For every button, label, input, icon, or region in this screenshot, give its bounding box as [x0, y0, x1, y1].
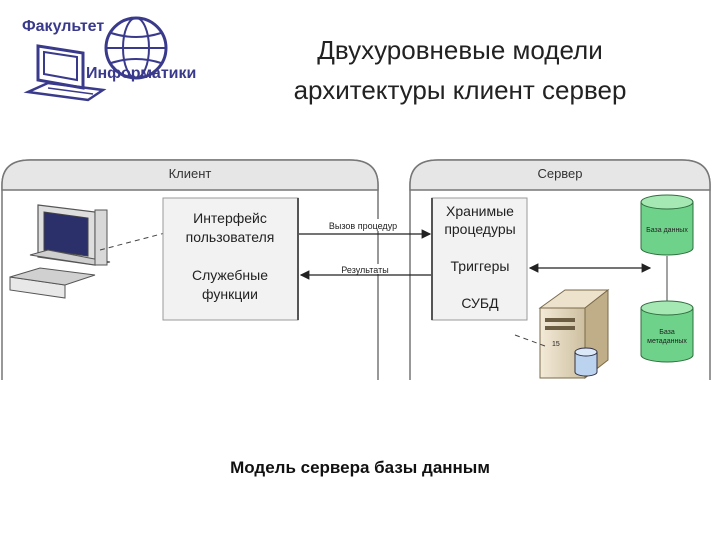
server-tower-icon: 15 — [538, 288, 610, 380]
client-box-line-3: Служебные — [192, 267, 268, 283]
server-unit-label: 15 — [552, 341, 560, 348]
small-database-icon — [574, 347, 598, 377]
faculty-logo: Факультет Информатики — [22, 16, 196, 102]
client-box-line-2: пользователя — [186, 229, 275, 245]
client-panel: Клиент — [1, 159, 379, 380]
client-computer-icon — [9, 204, 111, 299]
procedure-call-arrow: Вызов процедур — [299, 219, 432, 239]
client-server-diagram: Клиент Сервер Интерфейс пользователя Слу… — [1, 159, 711, 380]
metadata-cylinder-icon: База метаданных — [640, 300, 694, 363]
client-functions-box: Интерфейс пользователя Служебные функции — [162, 197, 299, 321]
db-meta-label-2: метаданных — [647, 338, 687, 345]
client-dashed-link — [99, 232, 166, 251]
server-box-line-3: Триггеры — [451, 258, 510, 274]
procedure-call-label: Вызов процедур — [329, 221, 397, 231]
server-box-line-4: СУБД — [461, 295, 499, 311]
server-panel: Сервер — [409, 159, 711, 380]
database-cylinder-icon: База данных — [640, 194, 694, 256]
db-meta-label-1: База — [659, 329, 675, 336]
db-data-label: База данных — [646, 227, 688, 234]
server-panel-title: Сервер — [537, 166, 582, 181]
server-functions-box: Хранимые процедуры Триггеры СУБД — [431, 197, 528, 321]
server-box-line-1: Хранимые — [446, 203, 514, 219]
results-label: Результаты — [341, 265, 388, 275]
client-panel-title: Клиент — [169, 166, 212, 181]
client-box-line-1: Интерфейс — [193, 210, 267, 226]
page-title: Двухуровневые модели архитектуры клиент … — [250, 30, 670, 110]
diagram-caption: Модель сервера базы данным — [230, 458, 490, 477]
computer-logo-icon — [23, 44, 107, 102]
title-line-1: Двухуровневые модели — [317, 35, 603, 65]
globe-icon — [104, 16, 168, 80]
logo-text-line1: Факультет — [22, 18, 104, 35]
logo-text-line2: Информатики — [86, 65, 196, 82]
server-box-line-2: процедуры — [444, 221, 515, 237]
results-arrow: Результаты — [299, 264, 432, 280]
client-box-line-4: функции — [202, 286, 258, 302]
title-line-2: архитектуры клиент сервер — [293, 75, 627, 105]
